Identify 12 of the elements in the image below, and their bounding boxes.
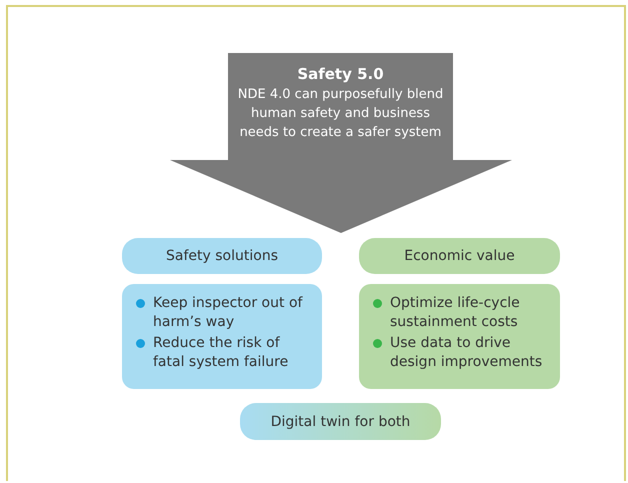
arrow-heading: Safety 5.0 (296, 65, 385, 83)
bullet-text: Reduce the risk of fatal system failure (153, 334, 290, 372)
category-pill: Safety solutions (122, 238, 322, 274)
down-arrow-shape (170, 53, 512, 233)
bullet-card (122, 284, 322, 389)
bullet-text: Optimize life-cycle sustainment costs (390, 294, 521, 332)
category-pill: Economic value (359, 238, 560, 274)
bullet-text: Keep inspector out of harm’s way (153, 294, 304, 332)
bullet-text: Use data to drive design improvements (390, 334, 544, 372)
bullet-card (359, 284, 560, 389)
category-pill: Digital twin for both (240, 403, 441, 440)
arrow-description: NDE 4.0 can purposefully blend human safety and business needs to create a safer system (236, 86, 444, 142)
